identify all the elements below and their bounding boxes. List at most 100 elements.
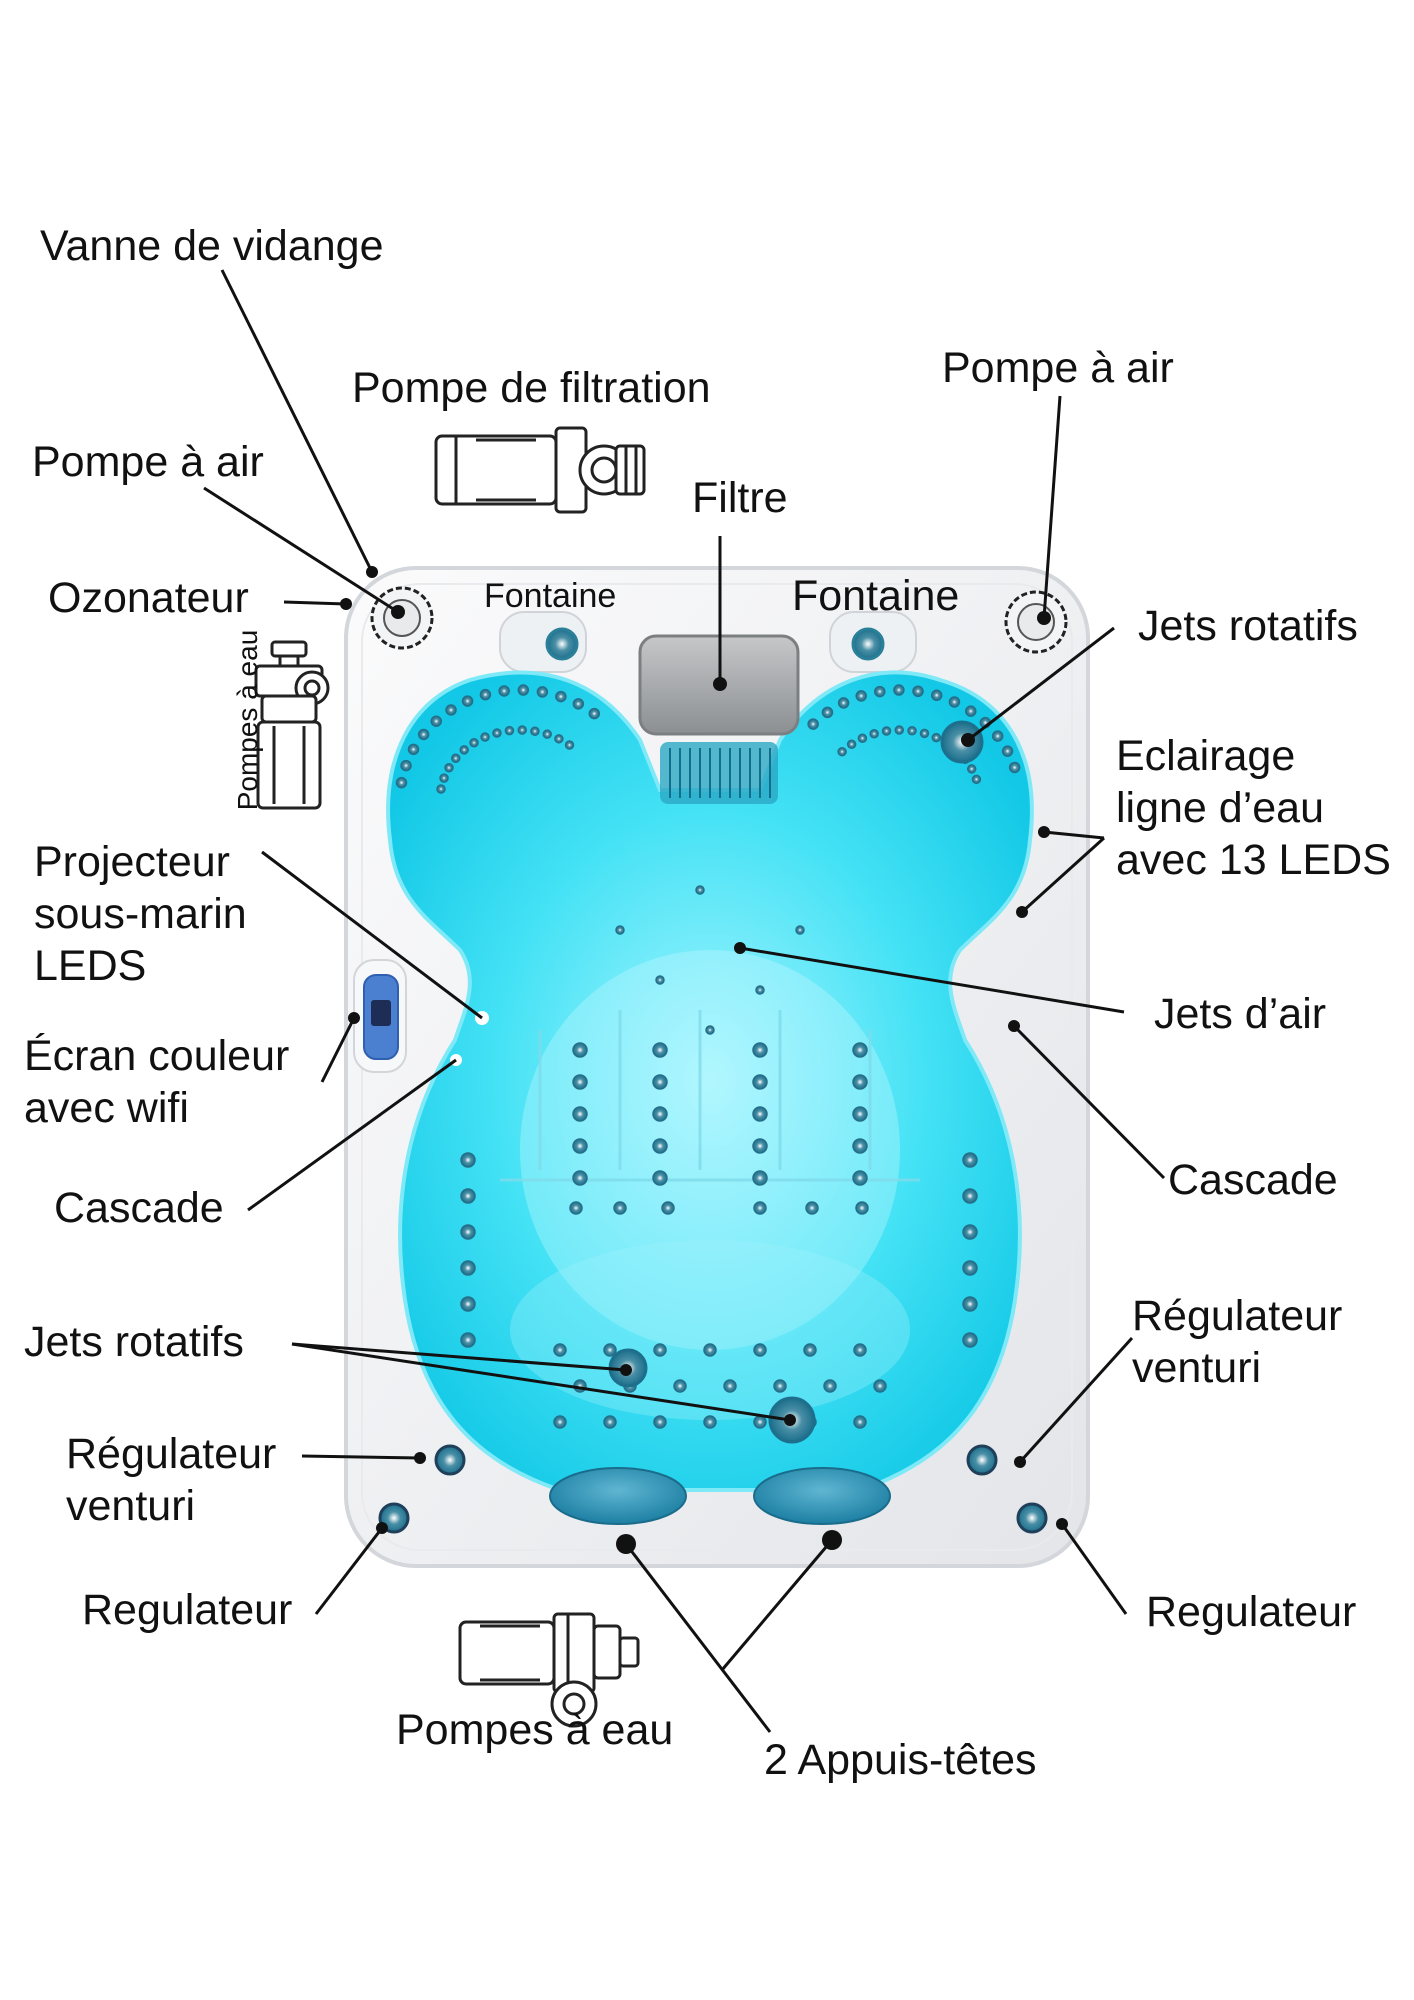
jet-nozzle: [752, 1170, 768, 1186]
label-regulateur-venturi-left-2: venturi: [66, 1482, 196, 1530]
leader-dots: [340, 566, 1068, 1554]
jet-nozzle: [652, 1138, 668, 1154]
jet-nozzle: [807, 718, 819, 730]
jet-nozzle: [553, 1343, 567, 1357]
jet-nozzle: [536, 686, 549, 698]
jet-nozzle: [962, 1296, 978, 1312]
jet-nozzle: [661, 1201, 675, 1215]
jet-nozzle: [492, 728, 502, 738]
jet-nozzle: [653, 1415, 667, 1429]
label-cascade-left: Cascade: [54, 1184, 224, 1232]
jet-nozzle: [439, 773, 449, 783]
jet-nozzle: [852, 1074, 868, 1090]
label-pompes-eau-vertical: Pompes à eau: [232, 629, 263, 811]
jet-nozzle: [572, 1106, 588, 1122]
jet-nozzle: [919, 728, 930, 739]
jet-nozzle: [803, 1343, 817, 1357]
jet-nozzle: [554, 734, 564, 744]
jet-nozzle: [873, 1379, 887, 1393]
jet-nozzle: [542, 729, 553, 739]
label-jets-rotatifs-top: Jets rotatifs: [1138, 602, 1358, 650]
label-pompe-air-right: Pompe à air: [942, 344, 1174, 392]
headrest-right: [753, 1467, 891, 1525]
jet-nozzle: [855, 1201, 869, 1215]
jet-nozzle: [480, 732, 490, 742]
jet-nozzle: [451, 753, 461, 764]
jet-nozzle: [1001, 745, 1014, 757]
jet-nozzle: [753, 1415, 767, 1429]
jet-nozzle: [655, 975, 665, 985]
jet-nozzle: [1008, 761, 1021, 774]
jet-nozzle: [823, 1379, 837, 1393]
jet-nozzle: [498, 685, 510, 697]
label-pompe-air-left: Pompe à air: [32, 438, 264, 486]
jet-nozzle: [857, 733, 868, 743]
jet-nozzle: [948, 696, 961, 708]
label-vanne-vidange: Vanne de vidange: [40, 222, 384, 270]
jet-nozzle: [400, 759, 412, 772]
jet-nozzle: [853, 1343, 867, 1357]
jet-nozzle: [572, 1138, 588, 1154]
label-regulateur-left: Regulateur: [82, 1586, 293, 1634]
jet-nozzle: [962, 1260, 978, 1276]
fountain-nozzle-right: [851, 627, 885, 661]
water-pump-icon-vertical: [254, 640, 330, 810]
jet-nozzle: [673, 1379, 687, 1393]
jet-nozzle: [881, 726, 892, 736]
venturi-regulator-left: [434, 1444, 466, 1476]
jet-nozzle: [417, 728, 430, 741]
jet-nozzle: [436, 784, 446, 794]
jet-nozzle: [572, 1170, 588, 1186]
label-eclairage-2: ligne d’eau: [1116, 784, 1325, 832]
label-projecteur-2: sous-marin: [34, 890, 247, 938]
label-regulateur-venturi-right-1: Régulateur: [1132, 1292, 1343, 1340]
jet-nozzle: [613, 1201, 627, 1215]
jet-nozzle: [962, 1224, 978, 1240]
jet-nozzle: [461, 695, 474, 707]
jet-nozzle: [395, 776, 408, 789]
jet-nozzle: [855, 690, 867, 702]
jet-nozzle: [723, 1379, 737, 1393]
jet-nozzle: [991, 730, 1004, 742]
label-ozonateur: Ozonateur: [48, 574, 249, 622]
jet-nozzle: [652, 1042, 668, 1058]
water-basin: [386, 670, 1034, 1492]
jet-nozzle: [846, 739, 857, 749]
label-cascade-right: Cascade: [1168, 1156, 1338, 1204]
label-jets-air: Jets d’air: [1154, 990, 1327, 1038]
venturi-regulator-right: [966, 1444, 998, 1476]
jet-nozzle: [821, 706, 834, 719]
jet-nozzle: [703, 1415, 717, 1429]
fountain-nozzle-left: [545, 627, 579, 661]
jet-nozzle: [852, 1042, 868, 1058]
jet-nozzle: [962, 1188, 978, 1204]
jet-nozzle: [752, 1138, 768, 1154]
jet-nozzle: [852, 1106, 868, 1122]
jet-nozzle: [460, 1224, 476, 1240]
label-projecteur-3: LEDS: [34, 942, 147, 990]
jet-nozzle: [652, 1106, 668, 1122]
jet-nozzle: [430, 715, 443, 727]
jet-nozzle: [517, 684, 530, 696]
label-ecran-1: Écran couleur: [24, 1032, 290, 1080]
headrest-left: [549, 1467, 687, 1525]
jet-nozzle: [805, 1201, 819, 1215]
jet-nozzle: [603, 1343, 617, 1357]
regulator-right: [1016, 1502, 1048, 1534]
jet-nozzle: [445, 704, 457, 716]
jet-nozzle: [460, 1188, 476, 1204]
jet-nozzle: [460, 1260, 476, 1276]
jet-nozzle: [504, 725, 515, 736]
jet-nozzle: [753, 1343, 767, 1357]
jet-nozzle: [407, 743, 420, 756]
jet-nozzle: [703, 1343, 717, 1357]
jet-nozzle: [912, 685, 924, 697]
jet-nozzle: [553, 1415, 567, 1429]
jet-nozzle: [572, 1042, 588, 1058]
jet-nozzle: [753, 1201, 767, 1215]
jet-nozzle: [555, 690, 567, 703]
jet-nozzle: [795, 925, 805, 935]
jet-nozzle: [893, 684, 905, 696]
jet-nozzle: [460, 1152, 476, 1168]
